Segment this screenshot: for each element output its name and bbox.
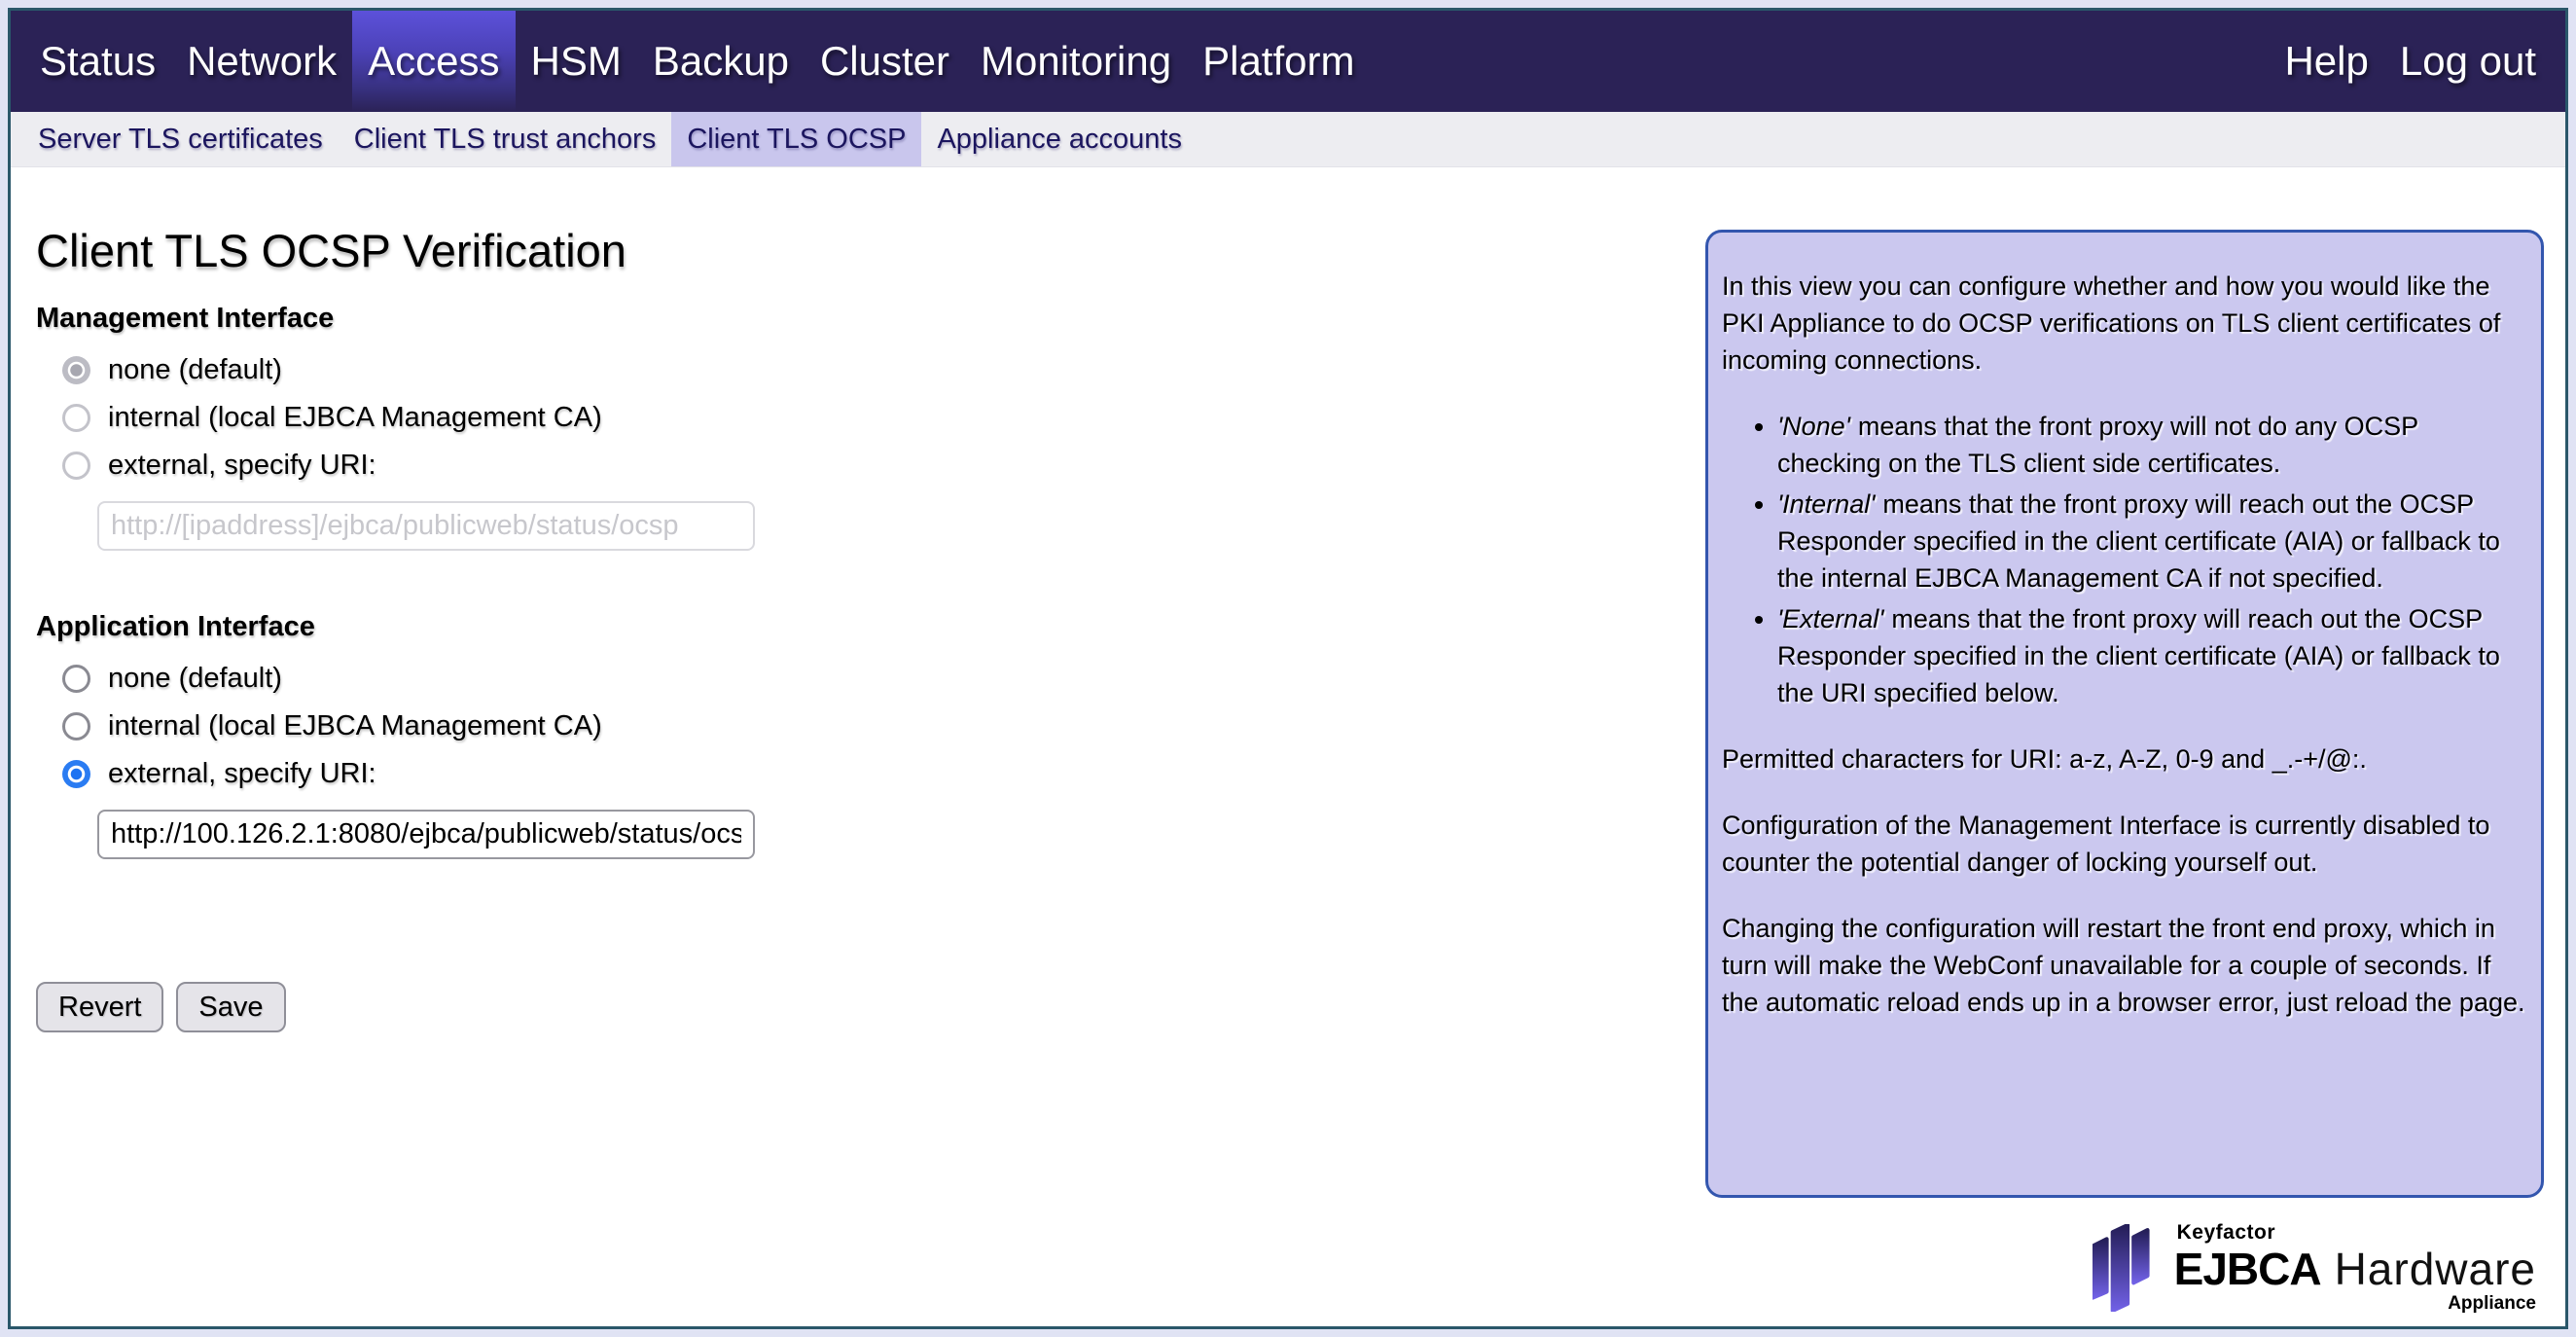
form-actions: Revert Save <box>36 982 1554 1032</box>
management-radio-internal: internal (local EJBCA Management CA) <box>36 394 1554 442</box>
logo-brand: Keyfactor <box>2176 1221 2276 1244</box>
keyfactor-ejbca-logo: Keyfactor EJBCA Hardware Appliance <box>2092 1221 2536 1315</box>
application-external-label: external, specify URI: <box>108 758 376 789</box>
ocsp-form: Client TLS OCSP Verification Management … <box>36 224 1554 1032</box>
info-bullet-none: 'None'means that the front proxy will no… <box>1777 408 2527 482</box>
nav-item-network[interactable]: Network <box>187 38 338 84</box>
management-uri-input <box>97 501 755 551</box>
application-radio-none[interactable]: none (default) <box>36 655 1554 703</box>
nav-item-cluster[interactable]: Cluster <box>819 38 949 84</box>
management-external-label: external, specify URI: <box>108 450 376 481</box>
revert-button[interactable]: Revert <box>36 982 164 1032</box>
management-interface-heading: Management Interface <box>36 303 335 334</box>
application-radio-internal[interactable]: internal (local EJBCA Management CA) <box>36 703 1554 750</box>
save-button[interactable]: Save <box>176 982 286 1032</box>
subnav-client-tls-trust-anchors[interactable]: Client TLS trust anchors <box>353 123 657 155</box>
radio-unselected-disabled-icon <box>62 404 90 432</box>
management-internal-label: internal (local EJBCA Management CA) <box>108 402 602 433</box>
logo-product: EJBCA Hardware <box>2174 1245 2536 1293</box>
radio-selected-disabled-icon <box>62 356 90 384</box>
subnav-appliance-accounts[interactable]: Appliance accounts <box>937 123 1182 155</box>
application-interface-heading: Application Interface <box>36 611 315 642</box>
info-bullet-external: 'External'means that the front proxy wil… <box>1777 600 2527 711</box>
appliance-page: Status Network Access HSM Backup Cluster… <box>8 8 2568 1329</box>
application-uri-input[interactable] <box>97 810 755 859</box>
access-sub-navigation: Server TLS certificates Client TLS trust… <box>11 112 2565 167</box>
logo-suffix: Appliance <box>2448 1293 2536 1314</box>
radio-unselected-icon[interactable] <box>62 712 90 741</box>
management-none-label: none (default) <box>108 354 282 385</box>
application-radio-external[interactable]: external, specify URI: <box>36 750 1554 798</box>
top-navigation: Status Network Access HSM Backup Cluster… <box>11 11 2565 112</box>
help-info-panel: In this view you can configure whether a… <box>1705 230 2544 1198</box>
application-interface-section: Application Interface none (default) int… <box>36 611 1554 859</box>
management-interface-section: Management Interface none (default) inte… <box>36 303 1554 551</box>
application-none-label: none (default) <box>108 663 282 694</box>
logo-product-bold: EJBCA <box>2173 1244 2322 1294</box>
info-restart-note: Changing the configuration will restart … <box>1722 914 2525 1017</box>
info-bullet-internal: 'Internal'means that the front proxy wil… <box>1777 486 2527 596</box>
info-intro: In this view you can configure whether a… <box>1722 271 2501 375</box>
keyfactor-bars-icon <box>2092 1224 2150 1312</box>
logo-product-light: Hardware <box>2334 1244 2536 1294</box>
info-management-disabled-note: Configuration of the Management Interfac… <box>1722 811 2490 877</box>
info-permitted-characters: Permitted characters for URI: a-z, A-Z, … <box>1722 744 2367 774</box>
page-content: Client TLS OCSP Verification Management … <box>11 167 2565 1326</box>
radio-selected-icon[interactable] <box>62 760 90 788</box>
subnav-client-tls-ocsp[interactable]: Client TLS OCSP <box>671 112 922 166</box>
management-radio-none: none (default) <box>36 346 1554 394</box>
info-bullet-list: 'None'means that the front proxy will no… <box>1722 408 2527 711</box>
nav-item-hsm[interactable]: HSM <box>530 38 622 84</box>
logo-text: Keyfactor EJBCA Hardware Appliance <box>2174 1221 2536 1315</box>
nav-spacer <box>1370 11 2269 112</box>
nav-item-access[interactable]: Access <box>352 11 516 112</box>
application-internal-label: internal (local EJBCA Management CA) <box>108 710 602 741</box>
management-radio-external: external, specify URI: <box>36 442 1554 489</box>
radio-unselected-icon[interactable] <box>62 665 90 693</box>
subnav-server-tls-certificates[interactable]: Server TLS certificates <box>38 123 323 155</box>
nav-item-monitoring[interactable]: Monitoring <box>980 38 1172 84</box>
nav-item-logout[interactable]: Log out <box>2399 38 2536 84</box>
nav-item-help[interactable]: Help <box>2284 38 2369 84</box>
radio-unselected-disabled-icon <box>62 452 90 480</box>
nav-item-backup[interactable]: Backup <box>652 38 789 84</box>
page-title: Client TLS OCSP Verification <box>36 225 626 276</box>
nav-item-status[interactable]: Status <box>40 38 157 84</box>
nav-item-platform[interactable]: Platform <box>1202 38 1355 84</box>
